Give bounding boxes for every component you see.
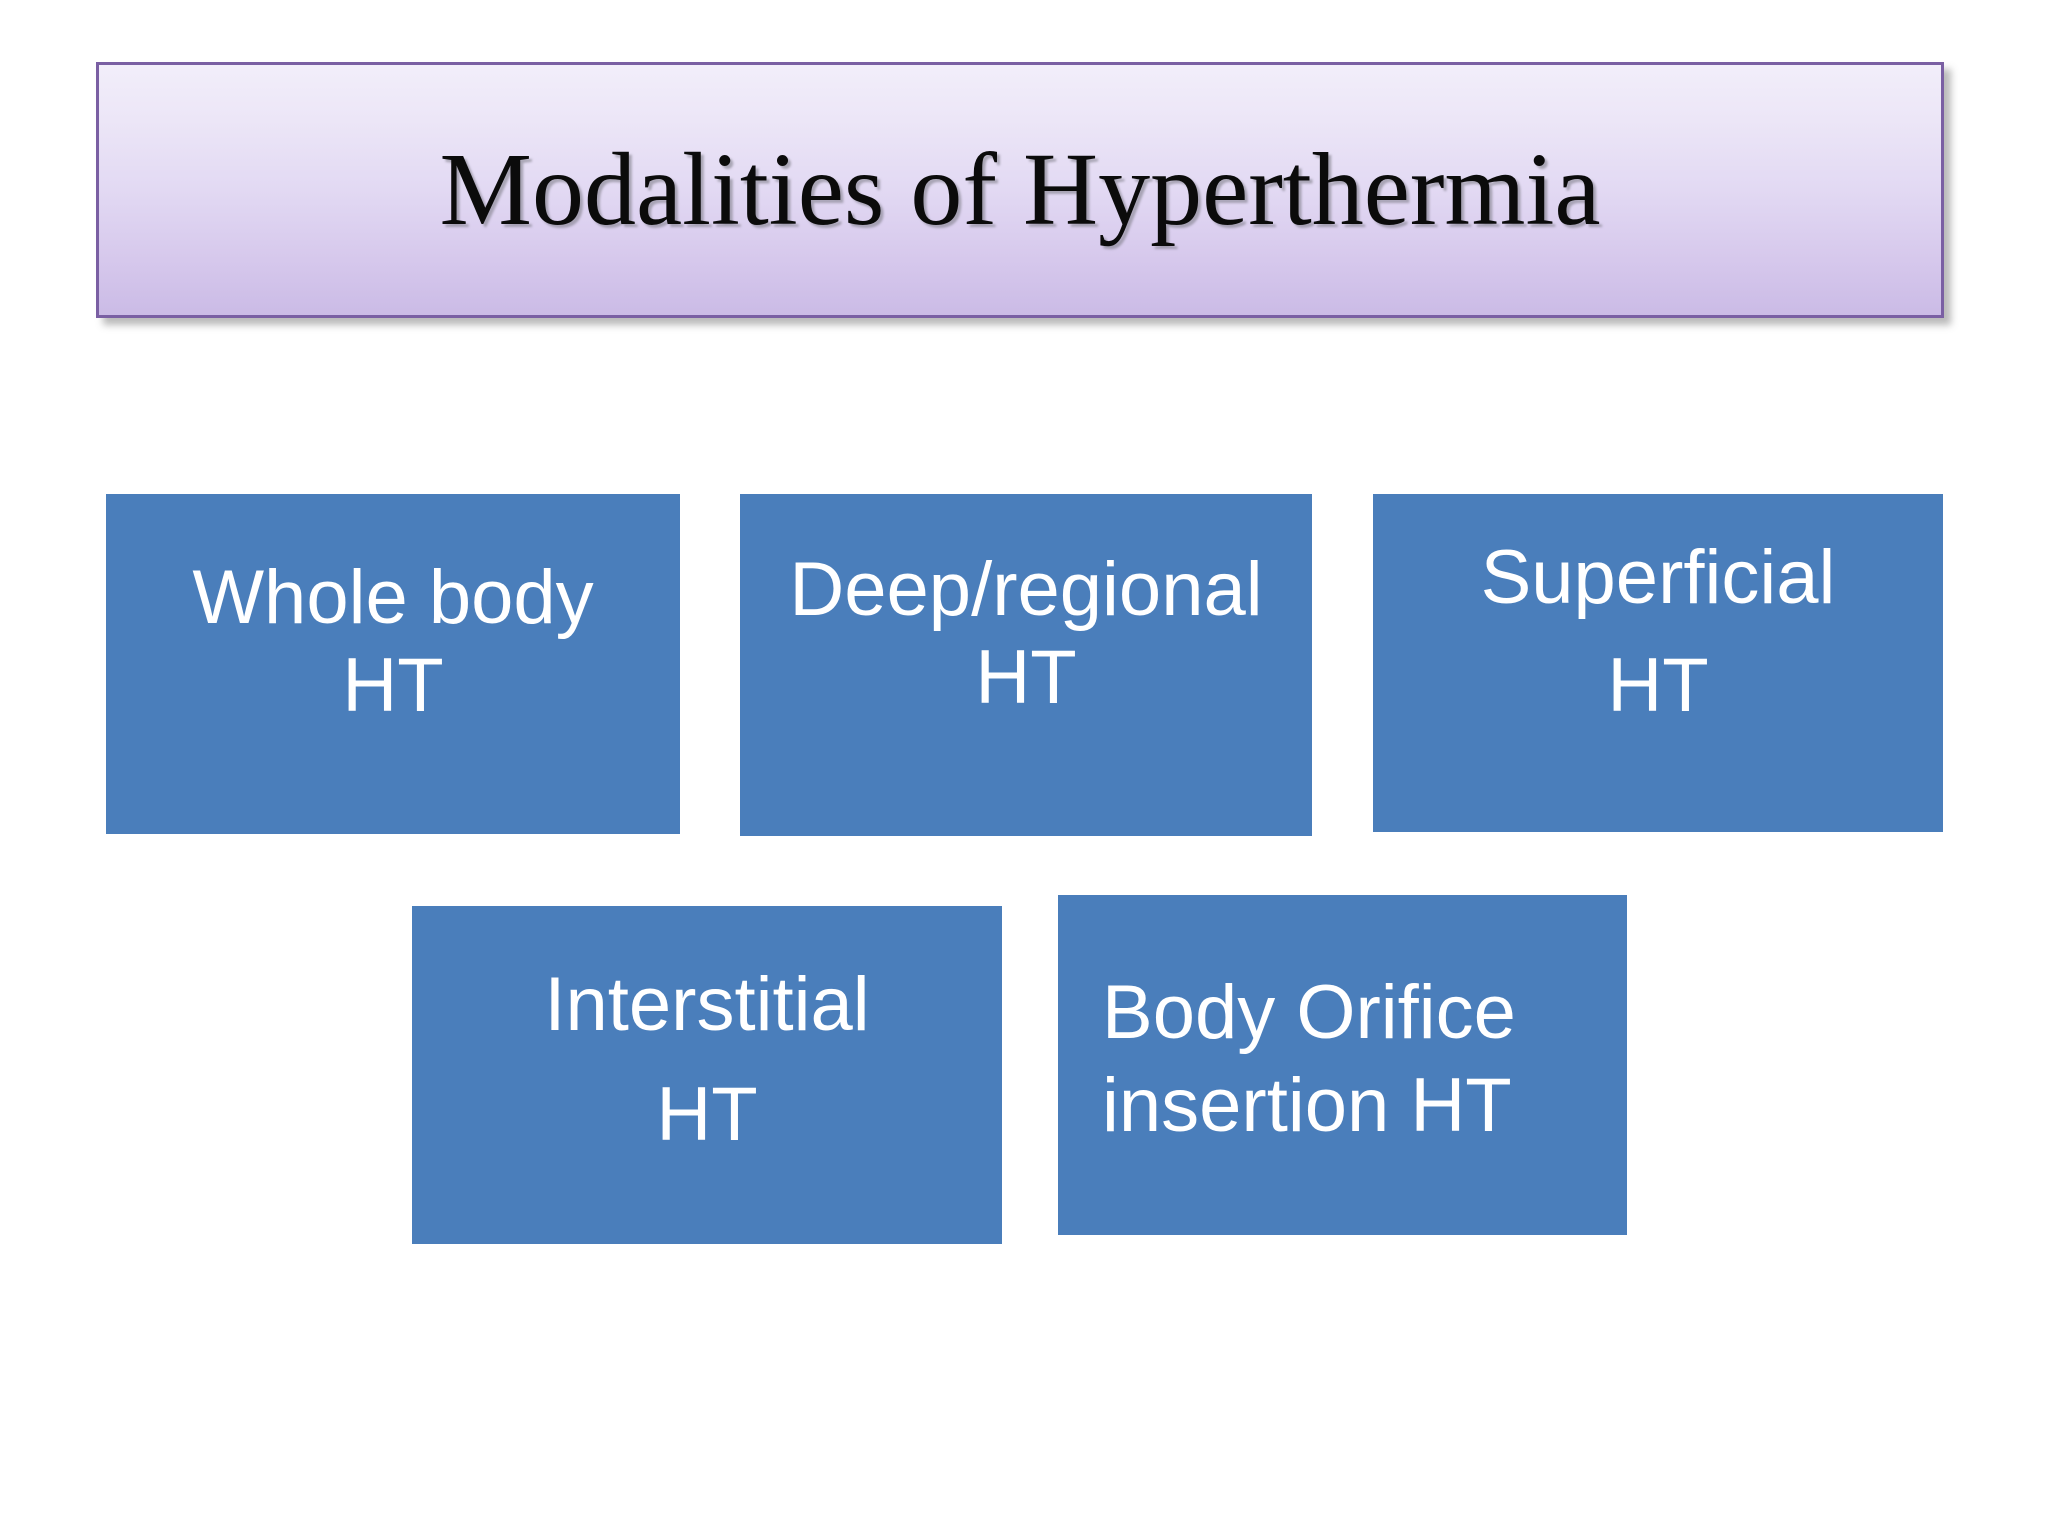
flow-box-superficial-line1: Superficial xyxy=(1480,535,1836,620)
flow-box-interstitial-line2: HT xyxy=(656,1072,758,1158)
page-title: Modalities of Hyperthermia xyxy=(439,132,1601,248)
flow-box-whole-body-line1: Whole body xyxy=(192,555,594,640)
flow-box-body-orifice-line1: Body Orifice xyxy=(1102,970,1516,1055)
flow-box-whole-body-line2: HT xyxy=(342,643,444,729)
flow-box-superficial[interactable]: Superficial HT xyxy=(1373,494,1943,832)
slide-title-banner: Modalities of Hyperthermia xyxy=(96,62,1944,318)
flow-box-interstitial[interactable]: Interstitial HT xyxy=(412,906,1002,1244)
flow-box-whole-body[interactable]: Whole body HT xyxy=(106,494,680,834)
flow-box-interstitial-line1: Interstitial xyxy=(544,962,870,1047)
flow-box-deep-regional-line2: HT xyxy=(975,635,1077,721)
flow-box-deep-regional[interactable]: Deep/regional HT xyxy=(740,494,1312,836)
flow-box-deep-regional-line1: Deep/regional xyxy=(789,547,1263,632)
flow-box-body-orifice[interactable]: Body Orifice insertion HT xyxy=(1058,895,1627,1235)
flow-box-body-orifice-line2: insertion HT xyxy=(1102,1062,1512,1148)
flow-box-superficial-line2: HT xyxy=(1607,642,1709,728)
